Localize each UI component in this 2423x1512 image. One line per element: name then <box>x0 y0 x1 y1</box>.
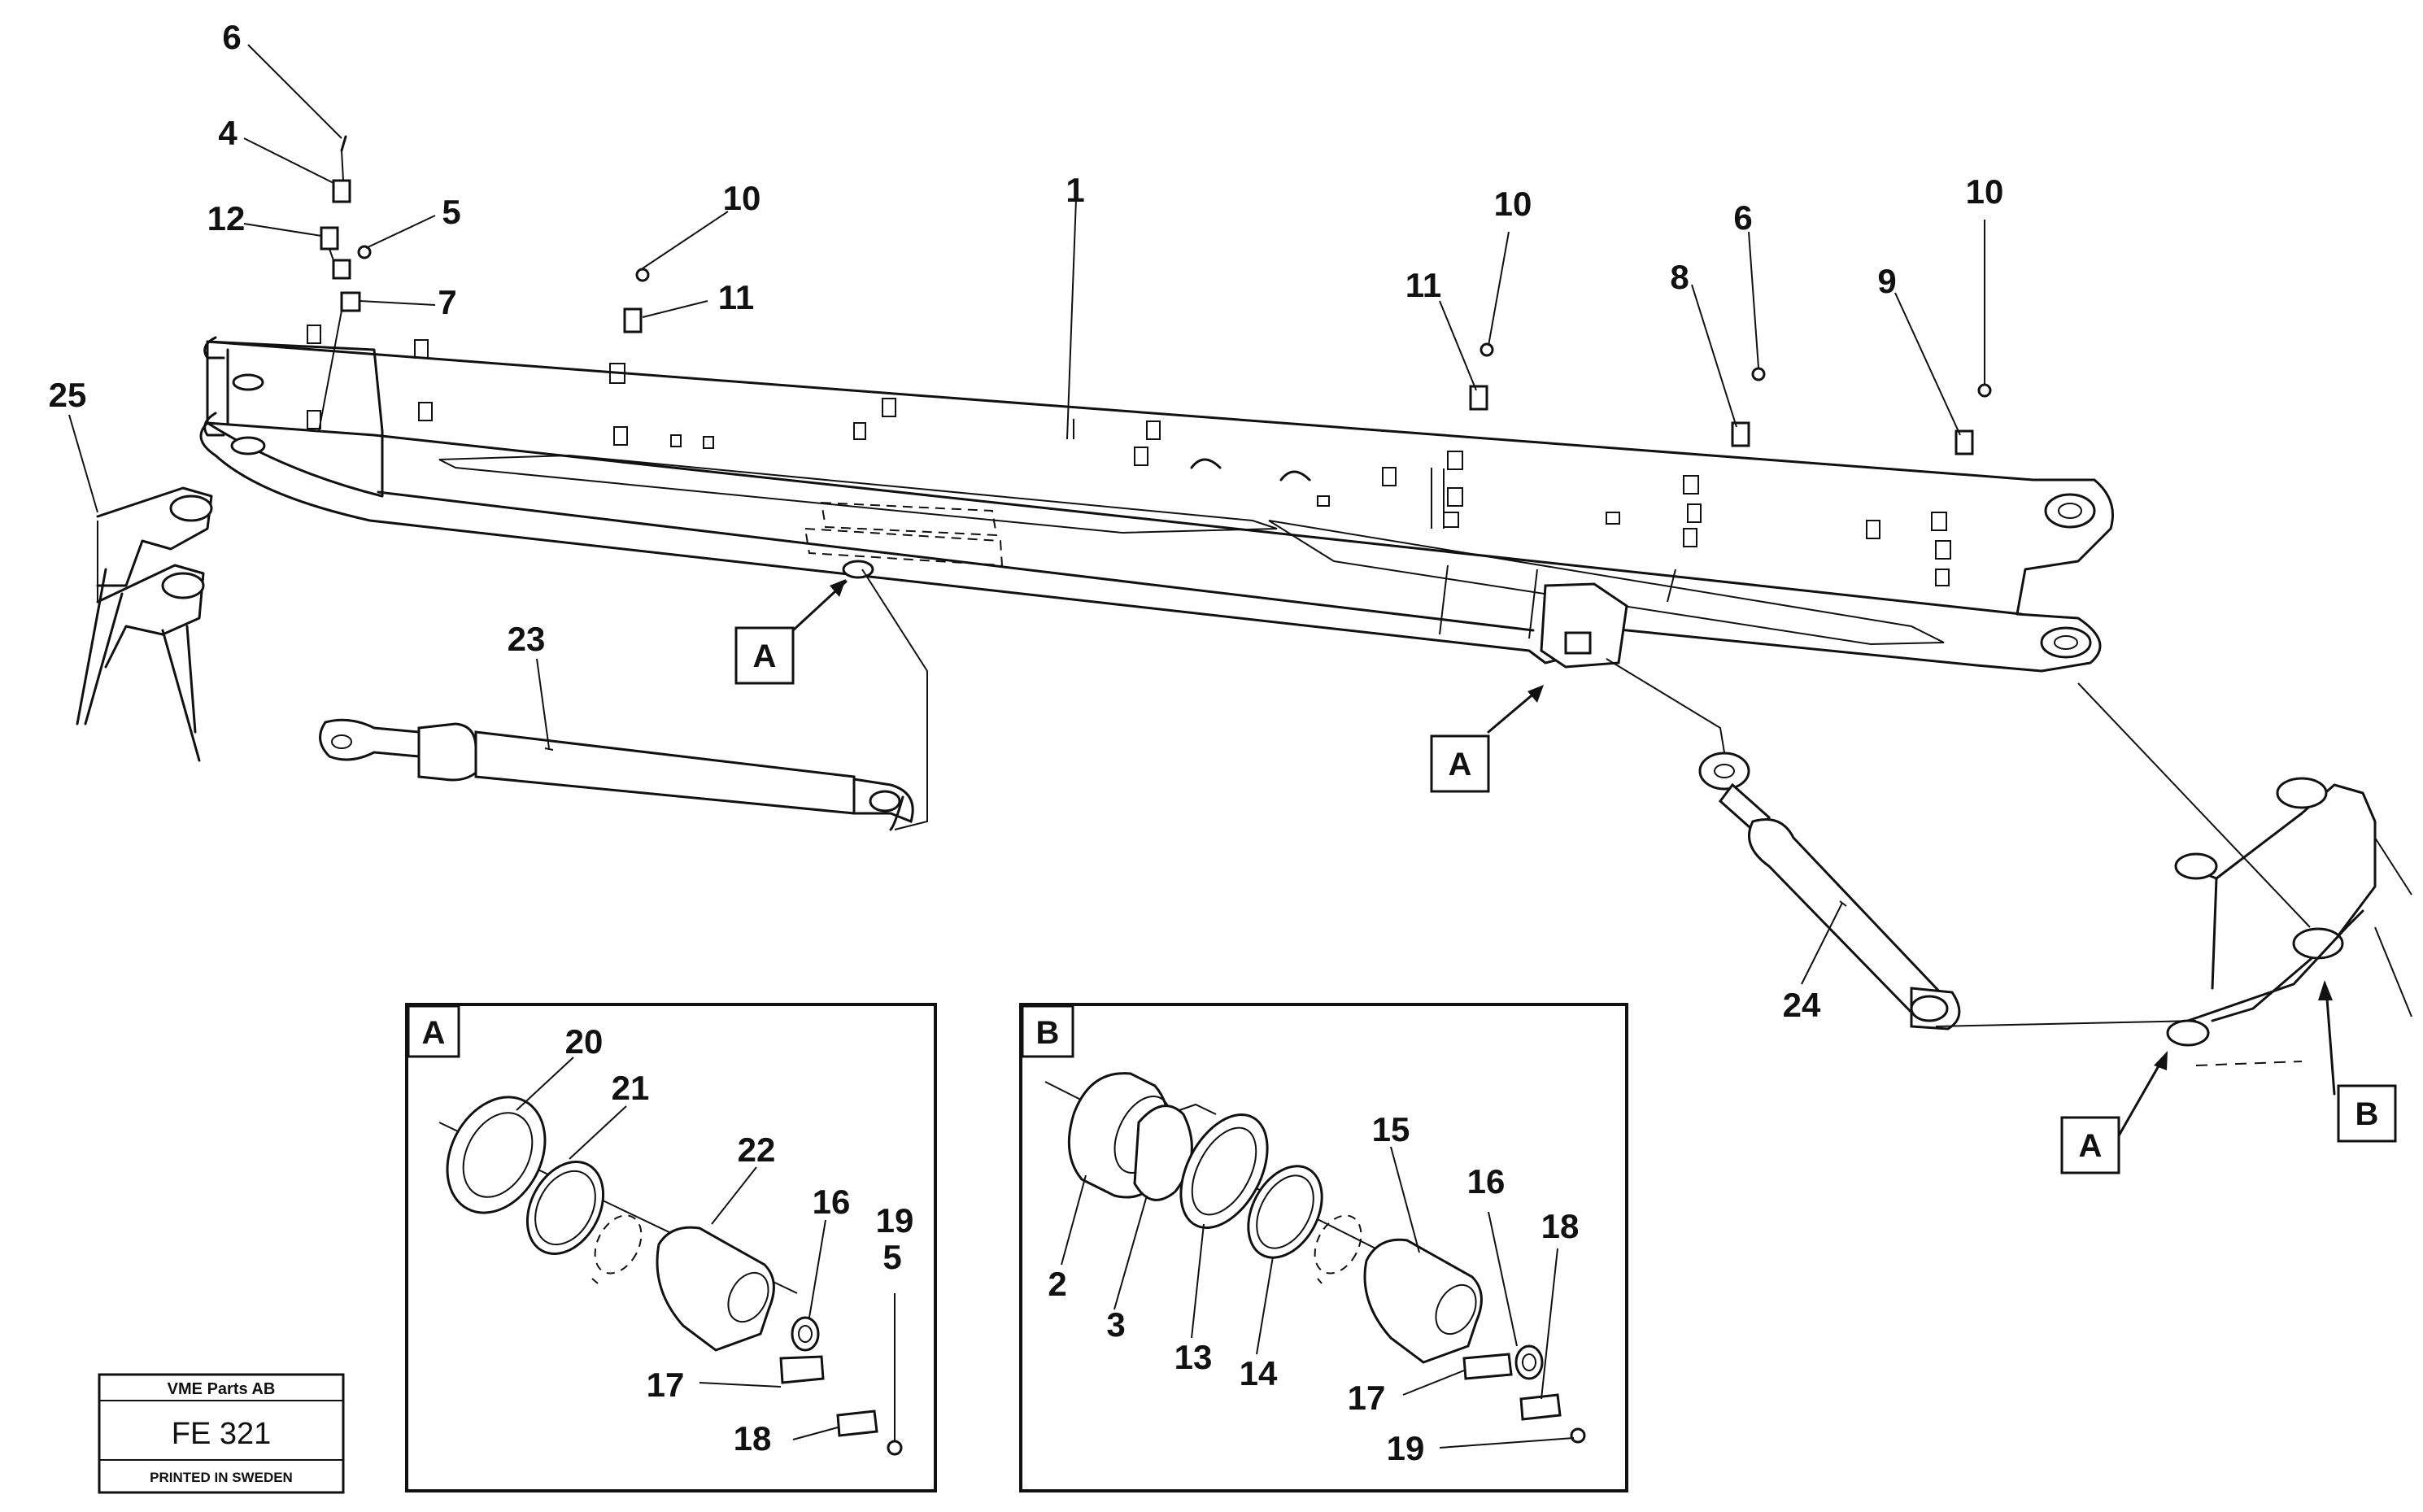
detail-b-label-3: 3 <box>1106 1305 1125 1344</box>
callout-1: 1 <box>1066 171 1084 209</box>
mounting-bracket-right <box>2166 777 2412 1066</box>
callout-9: 9 <box>1877 262 1896 300</box>
ref-label-b1: B <box>2355 1096 2379 1132</box>
callout-6: 6 <box>222 18 241 56</box>
bolt-stack-mid <box>623 268 650 333</box>
detail-b-label-17: 17 <box>1348 1379 1386 1417</box>
detail-b-label-14: 14 <box>1240 1354 1278 1392</box>
detail-b-label-2: 2 <box>1048 1265 1066 1303</box>
callout-25: 25 <box>49 376 87 414</box>
bolt-stack-right <box>1469 342 1992 455</box>
detail-b-label-18: 18 <box>1541 1207 1580 1245</box>
detail-a-label-21: 21 <box>612 1069 650 1107</box>
ref-box-a2: A <box>1430 734 1490 793</box>
detail-b-label-16: 16 <box>1467 1162 1506 1200</box>
ref-box-a1: A <box>734 626 795 685</box>
detail-b-label-15: 15 <box>1372 1110 1410 1148</box>
detail-panel-a: A 20 21 22 16 19 5 17 18 <box>405 1003 937 1492</box>
callout-numbers: 6 4 12 5 7 10 11 1 10 11 6 8 10 9 23 24 … <box>49 18 2004 1024</box>
title-block: VME Parts AB FE 321 PRINTED IN SWEDEN <box>98 1373 345 1494</box>
detail-a-label-18: 18 <box>734 1419 772 1458</box>
title-block-code: FE 321 <box>172 1417 272 1451</box>
callout-4: 4 <box>218 114 238 152</box>
callout-10: 10 <box>723 179 761 217</box>
ref-arrows <box>791 579 2336 1144</box>
leader-line-b <box>2077 682 2311 928</box>
callout-7: 7 <box>438 283 456 321</box>
title-block-printed: PRINTED IN SWEDEN <box>150 1470 293 1485</box>
detail-b-title: B <box>1036 1015 1060 1051</box>
boom-arm <box>199 325 2114 673</box>
hydraulic-cylinder-23 <box>319 718 914 831</box>
detail-b-label-13: 13 <box>1174 1338 1213 1376</box>
ref-label-a2: A <box>1449 747 1472 782</box>
detail-a-label-5: 5 <box>882 1238 901 1276</box>
title-block-company: VME Parts AB <box>168 1380 276 1398</box>
callout-23: 23 <box>508 620 546 658</box>
callout-5: 5 <box>442 193 460 231</box>
ref-label-a3: A <box>2079 1128 2103 1164</box>
callout-6: 6 <box>1733 198 1752 237</box>
detail-b-label-19: 19 <box>1387 1429 1425 1467</box>
callout-8: 8 <box>1670 258 1689 296</box>
callout-12: 12 <box>207 199 246 237</box>
callout-11: 11 <box>1405 266 1441 304</box>
leader-line-cyl24-bottom <box>1935 1020 2197 1027</box>
callout-10: 10 <box>1966 172 2004 211</box>
detail-a-label-22: 22 <box>738 1131 776 1169</box>
ref-box-a3: A <box>2060 1116 2120 1174</box>
bolt-stack-left <box>318 135 372 432</box>
callout-24: 24 <box>1783 986 1821 1024</box>
ref-box-b1: B <box>2337 1084 2397 1143</box>
callout-10: 10 <box>1494 185 1532 223</box>
detail-a-label-20: 20 <box>565 1022 604 1061</box>
callout-11: 11 <box>718 278 754 316</box>
detail-a-label-16: 16 <box>813 1183 851 1221</box>
leader-line-cyl24-top <box>1606 658 1725 753</box>
detail-a-label-17: 17 <box>647 1366 685 1404</box>
detail-a-title: A <box>422 1015 446 1051</box>
detail-a-label-19: 19 <box>876 1201 914 1240</box>
mounting-bracket-25 <box>76 486 213 762</box>
ref-label-a1: A <box>753 638 777 674</box>
detail-panel-b: B 2 3 13 14 15 <box>1019 1003 1628 1492</box>
callout-leaders <box>68 44 1985 985</box>
hydraulic-cylinder-24 <box>1698 752 1961 1031</box>
leader-line-a1 <box>861 569 928 830</box>
